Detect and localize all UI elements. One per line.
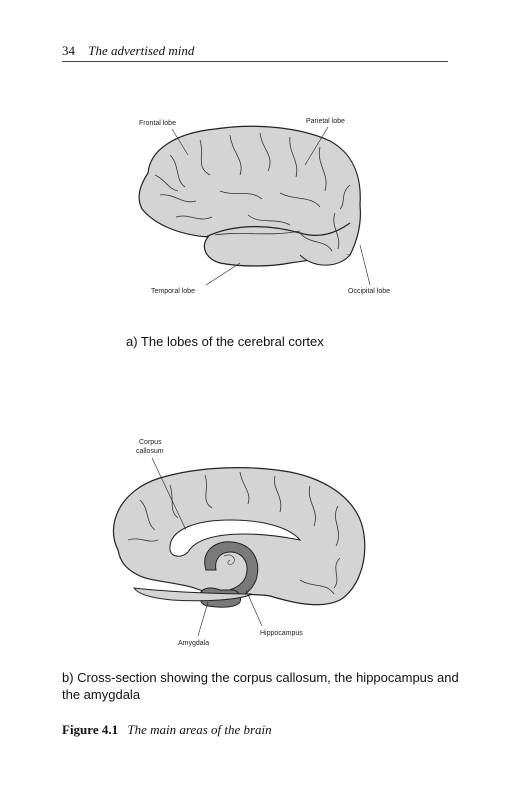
label-amygdala: Amygdala (178, 640, 209, 647)
leader-amygdala (197, 601, 209, 637)
cerebellum (299, 254, 351, 266)
label-parietal-lobe: Parietal lobe (306, 118, 345, 125)
corpus-callosum (169, 519, 302, 557)
leader-hippocampus (245, 589, 263, 627)
leader-parietal (304, 126, 329, 166)
page-number: 34 (62, 43, 75, 58)
medial-folds (127, 471, 341, 595)
leader-occipital (359, 244, 371, 286)
caption-b: b) Cross-section showing the corpus call… (62, 670, 459, 702)
leader-frontal (171, 128, 189, 156)
brainstem (132, 587, 253, 602)
running-head: 34 The advertised mind (62, 43, 448, 59)
header-rule (62, 61, 448, 62)
leader-corpus-callosum (151, 457, 187, 531)
label-corpus-line2: callosum (136, 448, 164, 455)
caption-a: a) The lobes of the cerebral cortex (126, 334, 324, 349)
figure-a-lobes: Frontal lobe Parietal lobe Temporal lobe… (0, 105, 522, 305)
medial-cerebrum-outline (112, 467, 366, 606)
figure-caption: Figure 4.1 The main areas of the brain (62, 722, 272, 738)
book-title: The advertised mind (88, 43, 195, 58)
brain-folds (154, 132, 351, 252)
hippocampus-detail (223, 554, 235, 565)
label-corpus-line1: Corpus (139, 439, 162, 446)
figure-b-cross-section: Corpus callosum Hippocampus Amygdala (0, 430, 522, 660)
label-frontal-lobe: Frontal lobe (139, 120, 176, 127)
brain-medial-illustration: Corpus callosum Hippocampus Amygdala (112, 439, 366, 647)
label-hippocampus: Hippocampus (260, 630, 303, 637)
leader-temporal (205, 262, 241, 286)
figure-number: Figure 4.1 (62, 722, 119, 737)
label-temporal-lobe: Temporal lobe (151, 288, 195, 295)
figure-title: The main areas of the brain (127, 722, 272, 737)
label-occipital-lobe: Occipital lobe (348, 288, 390, 295)
lateral-sulcus (205, 222, 351, 238)
brain-lateral-illustration: Frontal lobe Parietal lobe Temporal lobe… (138, 118, 390, 295)
